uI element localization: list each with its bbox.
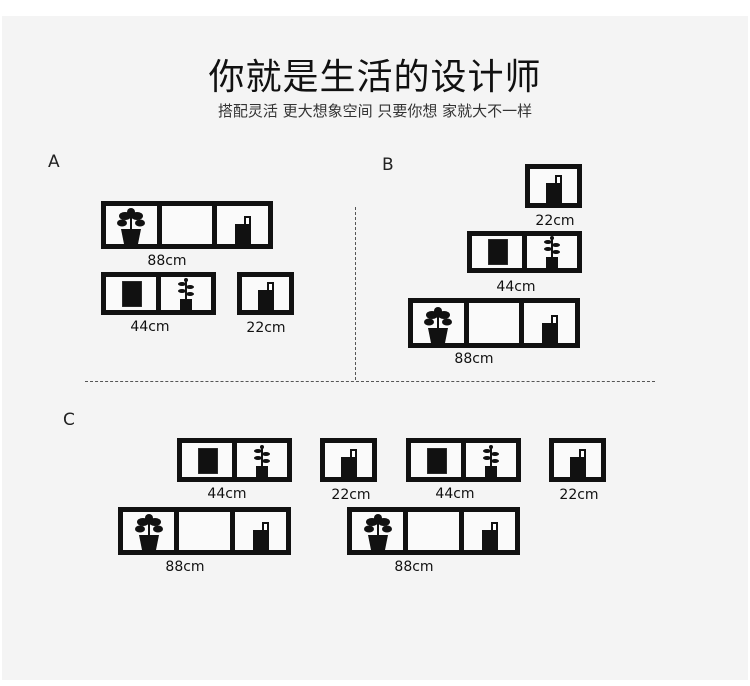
background-panel (2, 16, 748, 680)
shelf-size-label: 44cm (496, 279, 536, 295)
shelf-compartment (466, 443, 516, 477)
shelf-compartment (530, 169, 577, 203)
shelf-size-label: 22cm (535, 213, 575, 229)
shelf-size-label: 88cm (147, 253, 187, 269)
shelf-compartment (464, 512, 515, 550)
shelf-compartment (554, 443, 601, 477)
shelf-compartment (106, 277, 161, 310)
shelf-88cm (347, 507, 520, 555)
shelf-88cm (101, 201, 273, 249)
shelf-compartment (237, 443, 287, 477)
shelf-22cm (320, 438, 377, 482)
shelf-size-label: 22cm (331, 487, 371, 503)
shelf-compartment (352, 512, 408, 550)
shelf-size-label: 88cm (394, 559, 434, 575)
shelf-compartment (242, 277, 289, 310)
shelf-compartment (162, 206, 218, 244)
page-title: 你就是生活的设计师 (208, 57, 542, 98)
shelf-size-label: 22cm (559, 487, 599, 503)
shelf-44cm (406, 438, 521, 482)
shelf-compartment (472, 236, 527, 268)
shelf-compartment (123, 512, 179, 550)
shelf-compartment (182, 443, 237, 477)
shelf-size-label: 88cm (165, 559, 205, 575)
shelf-compartment (469, 303, 525, 343)
shelf-compartment (527, 236, 577, 268)
shelf-compartment (413, 303, 469, 343)
shelf-44cm (467, 231, 582, 273)
shelf-44cm (101, 272, 216, 315)
divider-vertical (355, 207, 356, 380)
shelf-size-label: 22cm (246, 320, 286, 336)
shelf-compartment (235, 512, 286, 550)
shelf-compartment (411, 443, 466, 477)
shelf-compartment (106, 206, 162, 244)
shelf-22cm (525, 164, 582, 208)
divider-horizontal (85, 381, 655, 382)
section-label-a: A (48, 152, 60, 172)
shelf-compartment (179, 512, 235, 550)
shelf-88cm (408, 298, 580, 348)
shelf-compartment (217, 206, 268, 244)
shelf-88cm (118, 507, 291, 555)
shelf-size-label: 88cm (454, 351, 494, 367)
shelf-22cm (237, 272, 294, 315)
shelf-compartment (325, 443, 372, 477)
section-label-c: C (63, 410, 75, 430)
shelf-size-label: 44cm (435, 486, 475, 502)
section-label-b: B (382, 155, 394, 175)
shelf-compartment (524, 303, 575, 343)
shelf-size-label: 44cm (130, 319, 170, 335)
page-subtitle: 搭配灵活 更大想象空间 只要你想 家就大不一样 (217, 102, 533, 120)
shelf-compartment (161, 277, 211, 310)
shelf-22cm (549, 438, 606, 482)
shelf-compartment (408, 512, 464, 550)
shelf-44cm (177, 438, 292, 482)
shelf-size-label: 44cm (207, 486, 247, 502)
